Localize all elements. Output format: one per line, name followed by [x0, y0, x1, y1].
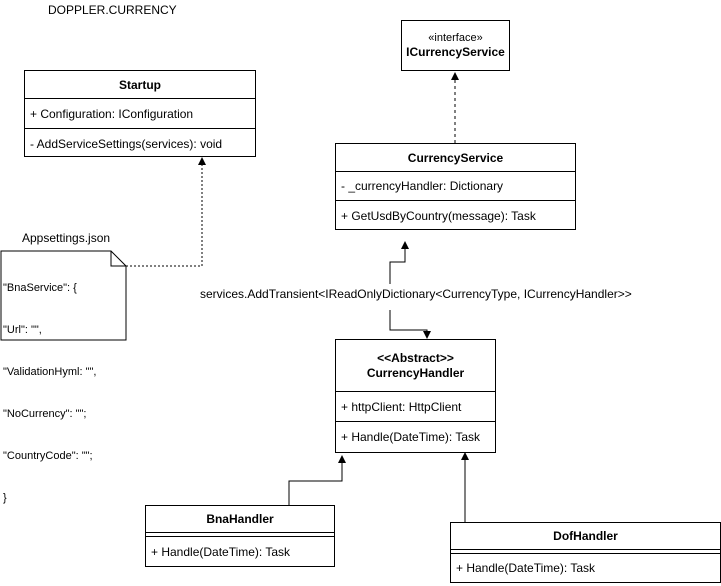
- realization-arrowhead: [451, 72, 459, 80]
- diagram-title: DOPPLER.CURRENCY: [48, 3, 177, 17]
- dependency-line-down: [389, 310, 428, 334]
- note-line: "NoCurrency": "";: [3, 408, 87, 420]
- bna-inheritance-line: [288, 462, 343, 505]
- currencyhandler-attribute: + httpClient: HttpClient: [336, 391, 495, 421]
- note-line: "ValidationHyml: "",: [3, 366, 97, 378]
- currencyservice-method: + GetUsdByCountry(message): Task: [336, 200, 575, 231]
- currencyhandler-method: + Handle(DateTime): Task: [336, 421, 495, 452]
- dependency-edge-label: services.AddTransient<IReadOnlyDictionar…: [200, 287, 632, 301]
- bna-inheritance-arrowhead: [338, 455, 346, 463]
- dofhandler-method: + Handle(DateTime): Task: [451, 553, 720, 582]
- startup-method: - AddServiceSettings(services): void: [25, 128, 255, 158]
- bnahandler-method: + Handle(DateTime): Task: [146, 536, 334, 566]
- interface-name: ICurrencyService: [406, 44, 505, 59]
- currencyservice-class[interactable]: CurrencyService - _currencyHandler: Dict…: [335, 143, 576, 230]
- interface-stereotype: «interface»: [428, 31, 483, 44]
- appsettings-label: Appsettings.json: [22, 231, 111, 245]
- currencyhandler-class[interactable]: <<Abstract>> CurrencyHandler + httpClien…: [335, 339, 496, 453]
- dof-inheritance-arrowhead: [461, 452, 469, 460]
- bnahandler-class[interactable]: BnaHandler + Handle(DateTime): Task: [145, 505, 335, 567]
- note-link: [126, 165, 203, 267]
- note-line: "BnaService": {: [3, 282, 77, 294]
- icurrencyservice-interface[interactable]: «interface» ICurrencyService: [401, 20, 510, 71]
- note-line: "CountryCode": "";: [3, 450, 93, 462]
- startup-class[interactable]: Startup + Configuration: IConfiguration …: [24, 70, 256, 157]
- note-line: }: [3, 492, 7, 504]
- currencyhandler-class-name: CurrencyHandler: [366, 365, 465, 380]
- bnahandler-empty-attributes: [146, 532, 334, 536]
- startup-attribute: + Configuration: IConfiguration: [25, 98, 255, 128]
- dofhandler-empty-attributes: [451, 549, 720, 553]
- note-fold: [110, 251, 126, 267]
- currencyhandler-header: <<Abstract>> CurrencyHandler: [336, 340, 495, 391]
- bnahandler-class-name: BnaHandler: [206, 512, 274, 526]
- currencyhandler-stereotype: <<Abstract>>: [377, 350, 454, 365]
- currencyservice-class-name: CurrencyService: [407, 150, 504, 165]
- startup-class-name: Startup: [119, 77, 161, 92]
- dofhandler-class[interactable]: DofHandler + Handle(DateTime): Task: [450, 522, 721, 583]
- appsettings-note-text: "BnaService": { "Url": "", "ValidationHy…: [3, 253, 96, 519]
- note-shape: [0, 250, 127, 341]
- dependency-arrowhead-up: [401, 241, 409, 249]
- note-line: "Url": "",: [3, 324, 42, 336]
- note-link-arrowhead: [198, 157, 206, 165]
- dofhandler-class-name: DofHandler: [553, 529, 618, 543]
- currencyservice-attribute: - _currencyHandler: Dictionary: [336, 171, 575, 200]
- dependency-line-up: [389, 249, 406, 284]
- dependency-arrowhead-down: [423, 331, 431, 339]
